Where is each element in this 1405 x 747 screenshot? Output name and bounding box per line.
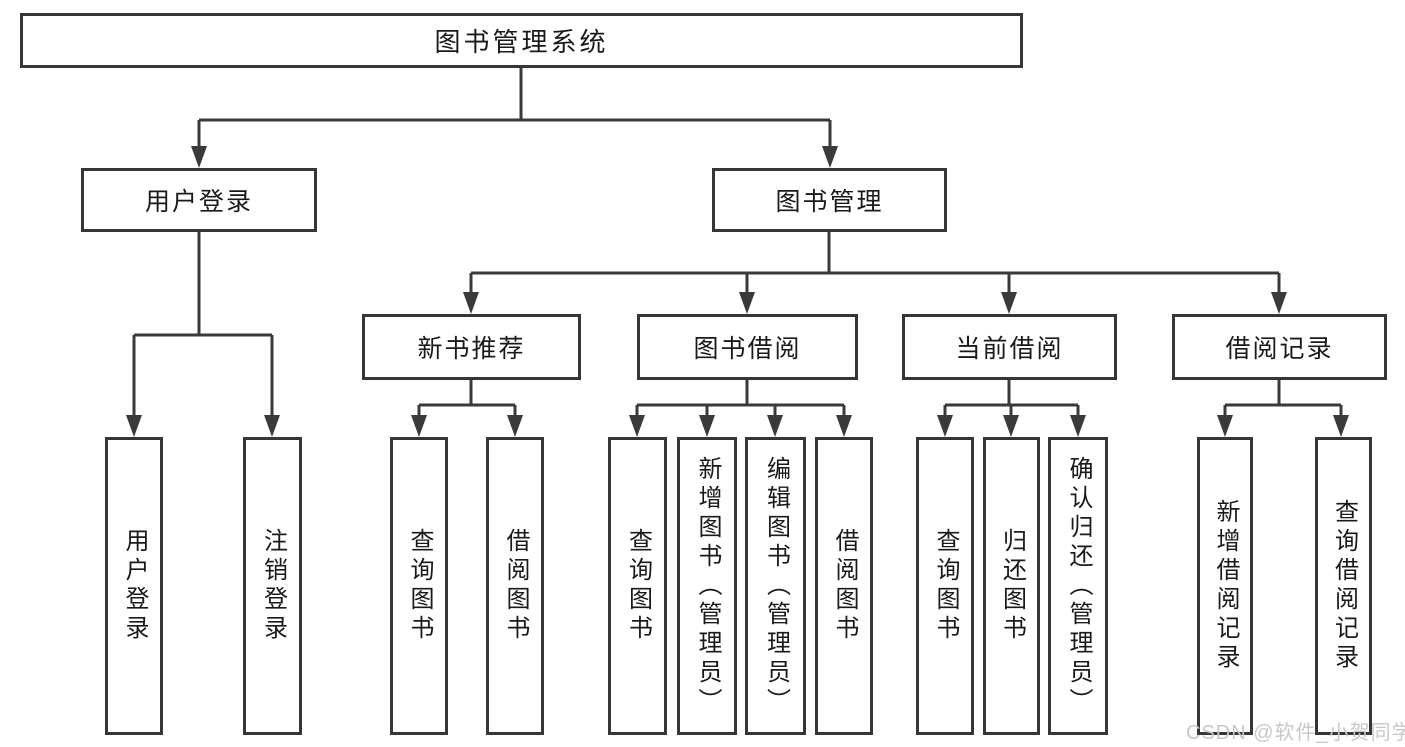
node-user-login: 用户登录 xyxy=(81,168,317,232)
leaf-add-books-admin: 新增图书（管理员） xyxy=(677,437,737,735)
leaf-borrow-books: 借阅图书 xyxy=(815,437,873,735)
leaf-current-query-books: 查询图书 xyxy=(916,437,974,735)
leaf-query-borrow-record: 查询借阅记录 xyxy=(1315,437,1372,735)
leaf-add-borrow-record: 新增借阅记录 xyxy=(1197,437,1253,735)
node-label: 新增图书（管理员） xyxy=(694,455,721,717)
node-label: 确认归还（管理员） xyxy=(1065,455,1092,717)
leaf-recommend-borrow-books: 借阅图书 xyxy=(486,437,544,735)
leaf-recommend-query-books: 查询图书 xyxy=(390,437,448,735)
node-label: 编辑图书（管理员） xyxy=(762,455,790,717)
node-label: 新增借阅记录 xyxy=(1212,499,1239,673)
node-label: 查询图书 xyxy=(406,528,433,644)
leaf-return-books: 归还图书 xyxy=(983,437,1040,735)
connector-book-borrow-children xyxy=(629,380,852,437)
node-label: 用户登录 xyxy=(121,528,148,644)
leaf-edit-books-admin: 编辑图书（管理员） xyxy=(745,437,806,735)
node-label: 图书借阅 xyxy=(693,335,802,363)
node-label: 借阅图书 xyxy=(502,528,529,644)
node-borrow-records: 借阅记录 xyxy=(1172,314,1387,380)
node-label: 图书管理系统 xyxy=(434,27,609,57)
connector-new-book-recommend-children xyxy=(411,380,523,437)
node-label: 注销登录 xyxy=(259,528,287,644)
csdn-watermark: CSDN @软件_小贺同学 xyxy=(1186,722,1405,744)
node-label: 查询图书 xyxy=(624,528,652,644)
connector-root-to-level2 xyxy=(191,68,838,168)
connector-borrow-records-children xyxy=(1217,380,1349,437)
connector-current-borrow-children xyxy=(937,380,1086,437)
node-label: 用户登录 xyxy=(144,188,253,216)
node-root-system: 图书管理系统 xyxy=(20,13,1023,68)
node-book-management: 图书管理 xyxy=(712,168,947,232)
node-label: 新书推荐 xyxy=(417,335,526,363)
leaf-user-login: 用户登录 xyxy=(105,437,163,735)
node-label: 当前借阅 xyxy=(955,335,1064,363)
node-label: 借阅图书 xyxy=(831,528,858,644)
node-book-borrow: 图书借阅 xyxy=(637,314,858,380)
leaf-confirm-return-admin: 确认归还（管理员） xyxy=(1048,437,1108,735)
node-label: 查询图书 xyxy=(932,528,959,644)
node-label: 归还图书 xyxy=(998,528,1026,644)
node-current-borrow: 当前借阅 xyxy=(902,314,1117,380)
connector-user-login-children xyxy=(126,232,280,437)
node-label: 借阅记录 xyxy=(1225,335,1334,363)
leaf-borrow-query-books: 查询图书 xyxy=(608,437,667,735)
connector-book-management-children xyxy=(463,232,1287,314)
node-label: 图书管理 xyxy=(775,188,884,216)
leaf-logout: 注销登录 xyxy=(243,437,302,735)
node-new-book-recommend: 新书推荐 xyxy=(362,314,581,380)
node-label: 查询借阅记录 xyxy=(1330,499,1358,673)
